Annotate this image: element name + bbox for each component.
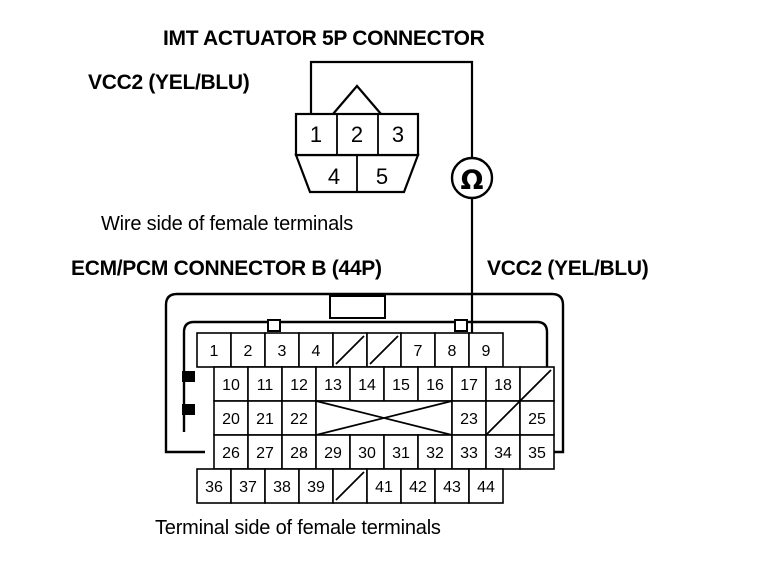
ecm-pin-27: 27 bbox=[256, 445, 274, 462]
ecm-pin-13: 13 bbox=[324, 377, 342, 394]
imt-actuator-5p-connector: 1 2 3 4 5 bbox=[294, 84, 420, 194]
omega-glyph: Ω bbox=[461, 165, 484, 196]
ecm-pin-34: 34 bbox=[494, 445, 512, 462]
ecm-pin-9: 9 bbox=[482, 343, 491, 360]
ecm-pin-29: 29 bbox=[324, 445, 342, 462]
ecm-pin-21: 21 bbox=[256, 411, 274, 428]
terminal-side-caption: Terminal side of female terminals bbox=[155, 517, 441, 539]
ecm-pin-35: 35 bbox=[528, 445, 546, 462]
page-title: IMT ACTUATOR 5P CONNECTOR bbox=[163, 27, 485, 50]
actuator-pin-4: 4 bbox=[328, 164, 340, 189]
ecm-pin-33: 33 bbox=[460, 445, 478, 462]
ecm-pin-31: 31 bbox=[392, 445, 410, 462]
ecm-connector-title: ECM/PCM CONNECTOR B (44P) bbox=[71, 257, 382, 280]
ecm-pin-16: 16 bbox=[426, 377, 444, 394]
ecm-grid-row-4: 26 27 28 29 30 31 32 33 34 35 bbox=[213, 434, 555, 470]
ecm-pin-37: 37 bbox=[239, 479, 257, 496]
ecm-pin-8: 8 bbox=[448, 343, 457, 360]
actuator-pin-1: 1 bbox=[310, 122, 322, 147]
ecm-pin-38: 38 bbox=[273, 479, 291, 496]
ecm-pin-25: 25 bbox=[528, 411, 546, 428]
ecm-pin-4: 4 bbox=[312, 343, 321, 360]
vcc2-left-label: VCC2 (YEL/BLU) bbox=[88, 71, 249, 94]
ecm-pin-10: 10 bbox=[222, 377, 240, 394]
vcc2-right-label: VCC2 (YEL/BLU) bbox=[487, 257, 648, 280]
actuator-pin-2: 2 bbox=[351, 122, 363, 147]
ecm-pin-30: 30 bbox=[358, 445, 376, 462]
ecm-pin-44: 44 bbox=[477, 479, 495, 496]
ecm-pin-2: 2 bbox=[244, 343, 253, 360]
ecm-pin-14: 14 bbox=[358, 377, 376, 394]
ecm-grid-row-3: 20 21 22 23 25 bbox=[213, 400, 555, 436]
ecm-pin-42: 42 bbox=[409, 479, 427, 496]
ecm-pin-3: 3 bbox=[278, 343, 287, 360]
ecm-grid-row-1: 1 2 3 4 7 8 9 bbox=[196, 332, 504, 368]
ecm-pin-12: 12 bbox=[290, 377, 308, 394]
ecm-grid-row-5: 36 37 38 39 41 42 43 44 bbox=[196, 468, 504, 504]
ecm-pin-22: 22 bbox=[290, 411, 308, 428]
ecm-pin-1: 1 bbox=[210, 343, 219, 360]
ecm-pin-43: 43 bbox=[443, 479, 461, 496]
ecm-pin-17: 17 bbox=[460, 377, 478, 394]
ecm-blank-cell-24 bbox=[485, 400, 521, 436]
ecm-pin-7: 7 bbox=[414, 343, 423, 360]
ecm-blank-cell-6 bbox=[369, 335, 399, 365]
ecm-pin-20: 20 bbox=[222, 411, 240, 428]
ecm-blank-cell-40 bbox=[335, 471, 365, 501]
test-lead-wire bbox=[309, 60, 474, 333]
ecm-pin-26: 26 bbox=[222, 445, 240, 462]
ecm-blank-cell-5 bbox=[335, 335, 365, 365]
ecm-blank-cell-19 bbox=[519, 369, 552, 402]
ecm-pin-28: 28 bbox=[290, 445, 308, 462]
ohmmeter-icon: Ω bbox=[450, 156, 494, 200]
ecm-pin-32: 32 bbox=[426, 445, 444, 462]
actuator-pin-3: 3 bbox=[392, 122, 404, 147]
ecm-pin-15: 15 bbox=[392, 377, 410, 394]
actuator-pin-5: 5 bbox=[376, 164, 388, 189]
ecm-pin-18: 18 bbox=[494, 377, 512, 394]
ecm-pin-41: 41 bbox=[375, 479, 393, 496]
ecm-pin-23: 23 bbox=[460, 411, 478, 428]
wire-side-caption: Wire side of female terminals bbox=[101, 213, 353, 235]
ecm-pin-11: 11 bbox=[257, 377, 274, 394]
ecm-grid-row-2: 10 11 12 13 14 15 16 17 18 bbox=[213, 366, 555, 402]
ecm-pin-36: 36 bbox=[205, 479, 223, 496]
ecm-pin-39: 39 bbox=[307, 479, 325, 496]
